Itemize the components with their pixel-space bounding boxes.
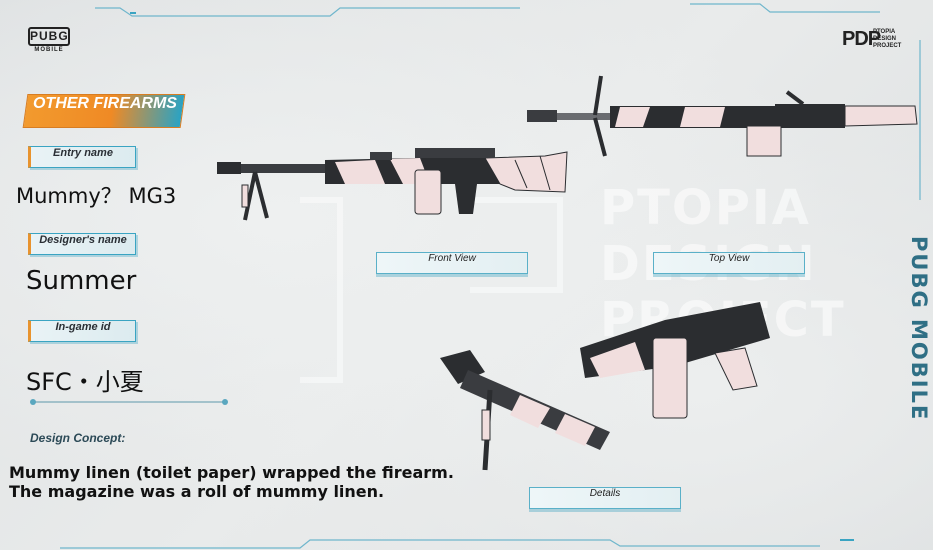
entry-name-value: Mummy？ MG3 xyxy=(16,184,177,208)
top-wrap-2 xyxy=(680,107,725,127)
details-magazine xyxy=(652,337,688,419)
top-rear-receiver xyxy=(775,104,845,128)
design-concept-text: Mummy linen (toilet paper) wrapped the f… xyxy=(9,463,454,501)
pdp-logo-mark: PDP xyxy=(842,28,881,50)
front-barrel xyxy=(241,164,331,173)
front-stock-lines xyxy=(514,155,551,191)
top-stock xyxy=(844,105,918,127)
design-concept-line-1: Mummy linen (toilet paper) wrapped the f… xyxy=(9,463,454,482)
top-barrel xyxy=(557,113,617,120)
top-muzzle xyxy=(527,110,557,122)
front-view-gun xyxy=(217,148,568,221)
designer-name-value: Summer xyxy=(26,266,137,296)
front-wrap-1 xyxy=(335,160,385,184)
ingame-id-label: In-game id xyxy=(28,320,136,342)
front-bipod xyxy=(243,171,269,221)
details-bipod-wrap xyxy=(481,409,491,441)
top-view-gun xyxy=(527,75,918,157)
front-stock xyxy=(484,151,568,193)
front-grip xyxy=(455,184,477,214)
pdp-line-2: DESIGN xyxy=(873,36,897,42)
designer-name-label: Designer's name xyxy=(28,233,136,255)
pdp-line-1: PTOPIA xyxy=(873,29,896,35)
details-grip xyxy=(714,347,758,391)
pubg-logo-mark: PUBG xyxy=(28,27,70,46)
details-label: Details xyxy=(529,487,681,509)
category-badge: OTHER FIREARMS xyxy=(22,94,186,128)
design-concept-line-2: The magazine was a roll of mummy linen. xyxy=(9,482,385,501)
front-top-cover xyxy=(415,148,495,158)
design-concept-label: Design Concept: xyxy=(30,431,126,445)
pdp-logo: PDP PTOPIA DESIGN PROJECT xyxy=(842,28,912,54)
entry-name-label: Entry name xyxy=(28,146,136,168)
pdp-logo-text: PTOPIA DESIGN PROJECT xyxy=(873,29,901,50)
pubg-logo-sub: MOBILE xyxy=(34,47,64,53)
top-wrap-1 xyxy=(615,107,650,127)
details-wrap-2 xyxy=(555,414,595,446)
details-wrap-3 xyxy=(590,342,645,378)
ingame-id-value: SFC・小夏 xyxy=(26,368,144,396)
watermark-line-1: PTOPIA xyxy=(600,180,811,236)
top-magazine xyxy=(746,125,782,157)
top-view-label: Top View xyxy=(653,252,805,274)
front-view-label: Front View xyxy=(376,252,528,274)
details-gun-front xyxy=(440,350,610,471)
front-magazine xyxy=(414,169,442,215)
details-wrap-1 xyxy=(510,395,550,428)
top-bipod xyxy=(593,75,607,157)
front-bipod-wrap xyxy=(241,184,249,208)
category-label: OTHER FIREARMS xyxy=(32,95,177,112)
front-sight xyxy=(370,152,392,160)
side-brand-text: PUBG MOBILE xyxy=(907,236,931,422)
top-handle xyxy=(785,90,805,106)
pubg-mobile-logo: PUBG MOBILE xyxy=(28,27,70,57)
pdp-line-3: PROJECT xyxy=(873,43,902,49)
front-muzzle xyxy=(217,162,241,174)
details-gun-rear xyxy=(580,302,770,419)
